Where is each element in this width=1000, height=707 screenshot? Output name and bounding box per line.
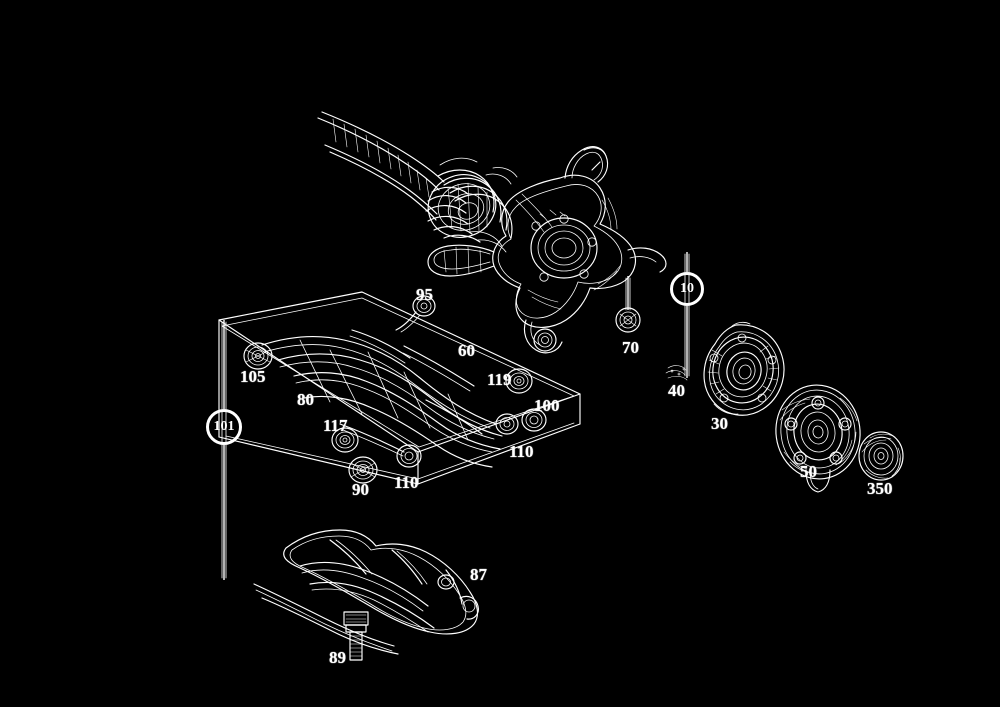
- wheel-hub-bearing-30: [703, 321, 785, 416]
- bushing-117: [331, 427, 359, 453]
- reference-label-60: 60: [458, 341, 475, 360]
- small-disc-350: [858, 431, 904, 481]
- circled-callout-101: 101: [206, 409, 242, 445]
- lower-control-arm-87: [253, 529, 479, 661]
- bushing-95: [395, 295, 436, 333]
- reference-label-100: 100: [534, 396, 560, 415]
- leader-lines: [221, 252, 690, 580]
- steering-knuckle-60: [427, 146, 667, 354]
- reference-label-110: 110: [509, 442, 534, 461]
- drive-shaft-assembly: [317, 111, 518, 253]
- bushing-90: [348, 456, 378, 484]
- reference-label-40: 40: [668, 381, 685, 400]
- bushing-100: [521, 408, 547, 432]
- reference-label-30: 30: [711, 414, 728, 433]
- bushing-110-b: [495, 413, 519, 435]
- reference-label-50: 50: [800, 462, 817, 481]
- bushing-110-a: [396, 444, 422, 468]
- reference-label-350: 350: [867, 479, 893, 498]
- circled-callout-10: 10: [670, 272, 704, 306]
- reference-label-110: 110: [394, 473, 419, 492]
- reference-label-70: 70: [622, 338, 639, 357]
- bushing-105: [243, 342, 273, 370]
- brake-rotor-50: [775, 384, 861, 493]
- reference-label-117: 117: [323, 416, 348, 435]
- reference-label-90: 90: [352, 480, 369, 499]
- reference-label-89: 89: [329, 648, 346, 667]
- bushing-119: [505, 368, 533, 394]
- reference-label-80: 80: [297, 390, 314, 409]
- reference-label-119: 119: [487, 370, 512, 389]
- reference-label-87: 87: [470, 565, 487, 584]
- fastener-89: [343, 611, 369, 661]
- reference-label-95: 95: [416, 285, 433, 304]
- reference-label-105: 105: [240, 367, 266, 386]
- upper-subframe-80: [218, 291, 581, 485]
